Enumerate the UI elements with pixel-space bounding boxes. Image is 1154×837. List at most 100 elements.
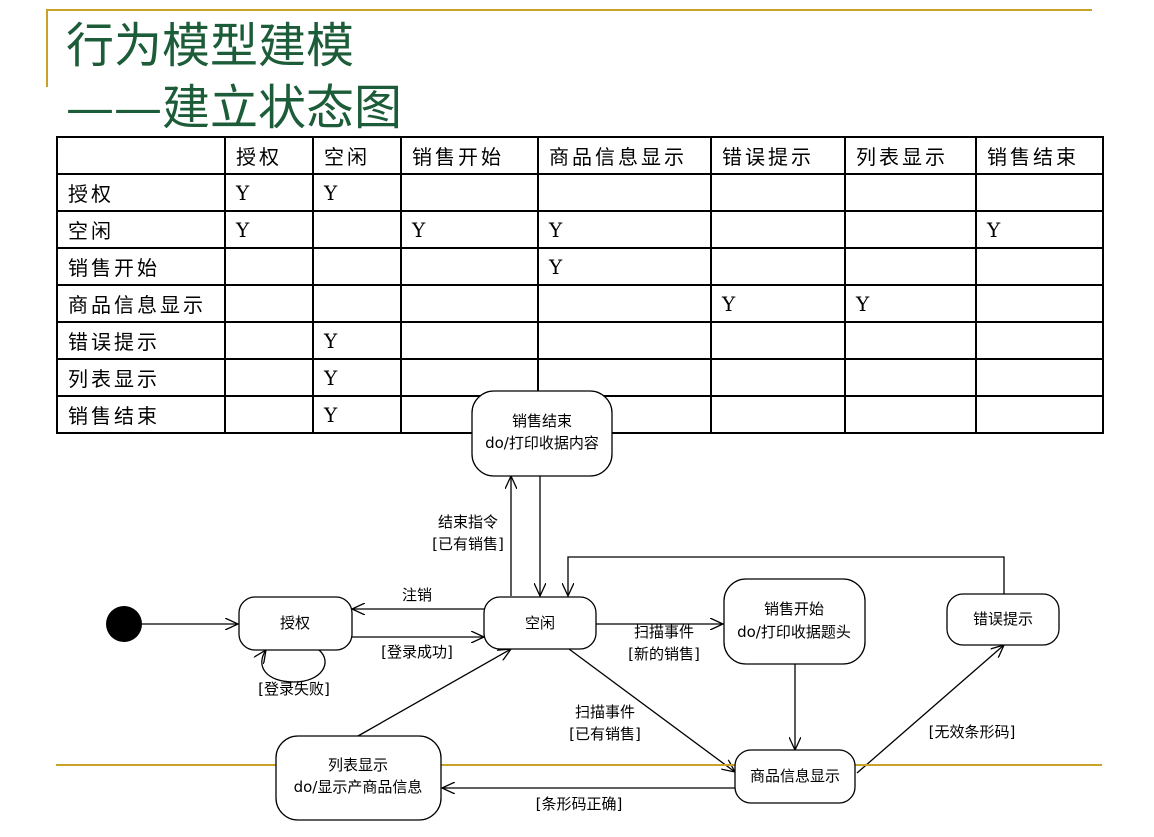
matrix-row-header: 销售结束 (56, 395, 226, 434)
label-end-cmd-guard: [已有销售] (432, 535, 504, 553)
matrix-cell: Y (312, 358, 402, 397)
matrix-cell (975, 395, 1104, 434)
label-scan-existing-event: 扫描事件 (575, 703, 635, 721)
matrix-row-header: 空闲 (56, 210, 226, 249)
matrix-cell (975, 247, 1104, 286)
matrix-cell (844, 173, 977, 212)
matrix-cell (224, 284, 314, 323)
matrix-row-header: 销售开始 (56, 247, 226, 286)
initial-state (106, 606, 142, 642)
matrix-cell: Y (224, 210, 314, 249)
state-sale-end-name: 销售结束 (512, 412, 572, 430)
state-sale-end (471, 390, 613, 477)
matrix-cell (400, 284, 539, 323)
matrix-column-header: 空闲 (312, 136, 402, 175)
matrix-column-header: 销售结束 (975, 136, 1104, 175)
matrix-cell (710, 321, 846, 360)
matrix-cell: Y (537, 210, 712, 249)
matrix-cell (844, 358, 977, 397)
label-scan-new-event: 扫描事件 (634, 623, 694, 641)
matrix-cell (224, 358, 314, 397)
state-list (275, 735, 442, 821)
matrix-row: 列表显示 Y (56, 358, 1104, 397)
matrix-cell: Y (710, 284, 846, 323)
matrix-cell: Y (400, 210, 539, 249)
left-rule (46, 9, 48, 87)
state-idle-name: 空闲 (525, 614, 555, 632)
matrix-cell: Y (312, 173, 402, 212)
state-auth-name: 授权 (280, 614, 310, 632)
matrix-cell (710, 210, 846, 249)
matrix-column-header: 商品信息显示 (537, 136, 712, 175)
label-end-cmd-event: 结束指令 (438, 513, 498, 531)
matrix-cell (312, 247, 402, 286)
matrix-cell (312, 284, 402, 323)
matrix-column-header: 销售开始 (400, 136, 539, 175)
top-rule (46, 9, 1092, 11)
label-invalid-barcode: [无效条形码] (929, 723, 1016, 741)
matrix-cell (975, 358, 1104, 397)
matrix-cell (224, 321, 314, 360)
matrix-cell (844, 210, 977, 249)
matrix-cell (975, 321, 1104, 360)
state-product (734, 749, 856, 804)
matrix-header-row: 授权空闲销售开始商品信息显示错误提示列表显示销售结束 (56, 136, 1104, 175)
state-error-name: 错误提示 (973, 610, 1033, 628)
matrix-cell (400, 247, 539, 286)
matrix-cell (975, 173, 1104, 212)
label-valid-barcode: [条形码正确] (536, 795, 623, 813)
state-list-action: do/显示产商品信息 (294, 778, 423, 796)
matrix-cell (844, 395, 977, 434)
matrix-row-header: 授权 (56, 173, 226, 212)
matrix-cell: Y (312, 321, 402, 360)
matrix-row: 错误提示 Y (56, 321, 1104, 360)
state-error (946, 593, 1060, 646)
transition-product-to-error (856, 645, 1004, 774)
matrix-column-header: 授权 (224, 136, 314, 175)
state-sale-start-name: 销售开始 (764, 600, 824, 618)
label-scan-existing-guard: [已有销售] (569, 725, 641, 743)
matrix-cell: Y (975, 210, 1104, 249)
matrix-cell: Y (844, 284, 977, 323)
transition-auth-self-loop (262, 650, 326, 683)
matrix-cell (975, 284, 1104, 323)
matrix-cell (710, 173, 846, 212)
label-logout: 注销 (402, 586, 432, 604)
matrix-cell: Y (312, 395, 402, 434)
matrix-cell (710, 395, 846, 434)
matrix-cell: Y (224, 173, 314, 212)
matrix-row-header: 错误提示 (56, 321, 226, 360)
matrix-row-header: 列表显示 (56, 358, 226, 397)
slide-subtitle: ——建立状态图 (66, 80, 403, 136)
label-login-success: [登录成功] (381, 643, 453, 661)
transition-idle-to-product (568, 648, 735, 772)
matrix-cell (400, 173, 539, 212)
matrix-cell (710, 358, 846, 397)
state-sale-start (723, 578, 866, 665)
state-sale-end-action: do/打印收据内容 (485, 434, 599, 452)
state-auth (238, 596, 353, 651)
matrix-cell (710, 247, 846, 286)
transition-error-to-idle (568, 556, 1005, 596)
matrix-column-header: 错误提示 (710, 136, 846, 175)
state-sale-start-action: do/打印收据题头 (737, 623, 851, 641)
matrix-cell (844, 321, 977, 360)
state-list-name: 列表显示 (328, 756, 388, 774)
matrix-cell (537, 321, 712, 360)
state-idle (483, 596, 597, 650)
matrix-cell (537, 284, 712, 323)
matrix-corner-cell (56, 136, 226, 175)
matrix-column-header: 列表显示 (844, 136, 977, 175)
state-product-name: 商品信息显示 (750, 767, 840, 785)
matrix-cell (537, 173, 712, 212)
matrix-cell (224, 395, 314, 434)
label-login-fail: [登录失败] (258, 680, 330, 698)
matrix-cell (844, 247, 977, 286)
matrix-row-header: 商品信息显示 (56, 284, 226, 323)
